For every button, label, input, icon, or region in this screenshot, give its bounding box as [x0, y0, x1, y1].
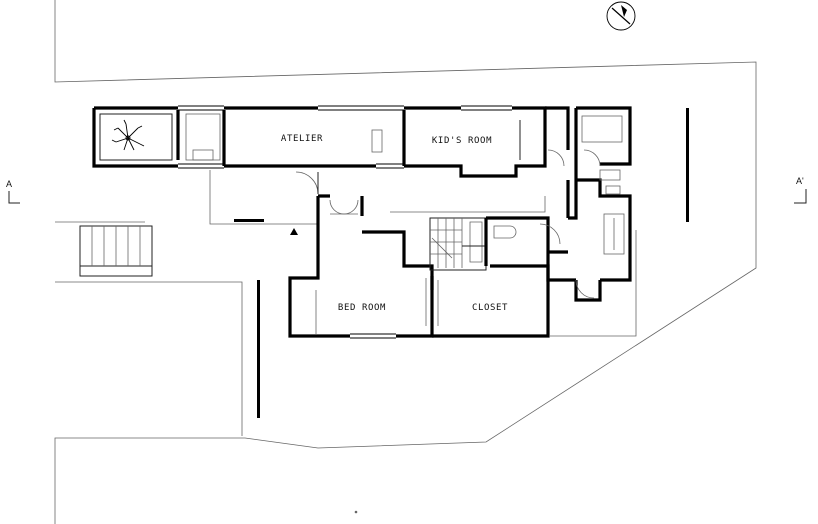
room-label-closet: CLOSET — [472, 303, 508, 313]
core-wall — [484, 216, 568, 266]
north-arrow-icon — [606, 1, 636, 31]
section-label-right: A' — [796, 176, 804, 186]
entry-door — [295, 171, 319, 195]
east-wing-wall — [545, 106, 632, 302]
core-door-swing — [539, 223, 561, 245]
hall-wall — [316, 194, 406, 244]
closet-wall — [430, 264, 550, 338]
east-fixtures — [581, 115, 625, 255]
section-label-left: A — [6, 179, 12, 189]
fence-wall — [257, 280, 260, 418]
storage-shelf — [192, 149, 214, 161]
exterior-stair — [79, 225, 153, 277]
bedroom-wall — [288, 232, 434, 338]
east-doors — [547, 149, 601, 299]
walkway-line — [390, 196, 546, 213]
approach-line — [209, 170, 318, 225]
room-label-kids-room: KID'S ROOM — [432, 136, 492, 146]
tree-icon — [111, 119, 145, 151]
courtyard — [99, 113, 173, 161]
fence-wall-east — [686, 108, 689, 222]
room-label-bed-room: BED ROOM — [338, 303, 386, 313]
scale-dot — [354, 510, 358, 514]
entrance-triangle-icon — [290, 228, 298, 235]
low-wall — [234, 219, 264, 222]
atelier-cabinet — [371, 129, 383, 153]
section-marker-left: A — [6, 179, 20, 204]
hall-double-door — [329, 199, 359, 215]
room-label-atelier: ATELIER — [281, 134, 323, 144]
storage-box — [185, 113, 221, 161]
site-boundary — [54, 0, 757, 524]
north-windows — [178, 105, 512, 169]
bedroom-window — [350, 333, 396, 339]
terrace-outline — [55, 281, 243, 436]
south-line — [550, 286, 637, 337]
interior-stair — [429, 217, 487, 271]
section-marker-right: A' — [794, 176, 807, 204]
toilet-icon — [493, 225, 517, 239]
